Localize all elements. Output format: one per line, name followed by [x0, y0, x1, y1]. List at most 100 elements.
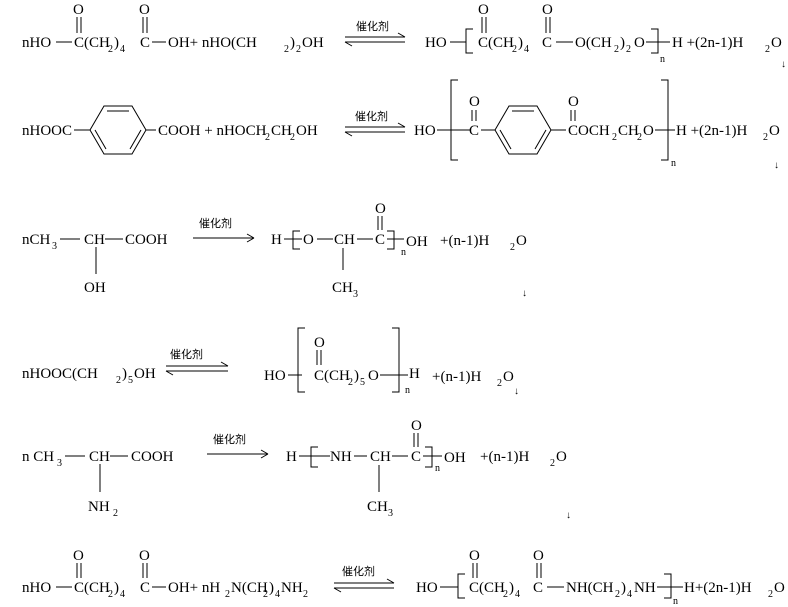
subscript: 4	[120, 44, 125, 55]
subscript: 2	[113, 508, 118, 519]
product-text: C	[533, 580, 543, 596]
product-text: O	[774, 580, 785, 596]
product-text: O	[556, 449, 567, 465]
product-text: O	[368, 368, 379, 384]
product-text: O	[634, 35, 645, 51]
catalyst-label: 催化剂	[213, 432, 246, 446]
reaction-row-3: nCH 3 CH COOH OH 催化剂 H O CH O C	[22, 201, 527, 300]
catalyst-label: 催化剂	[355, 109, 388, 123]
product: HO O C(CH 2 ) 5 O n H +(n-1)H 2 O	[264, 327, 514, 396]
arrow-head	[260, 449, 269, 455]
reactant-text: )	[114, 580, 119, 596]
product-text: O	[516, 233, 527, 249]
subscript: 2	[108, 589, 113, 600]
subscript: 4	[275, 589, 280, 600]
reactant-text: C	[140, 35, 150, 51]
reactant-text: )	[269, 580, 274, 596]
repeat-bracket-left	[450, 79, 458, 161]
ring-double-bond	[129, 129, 142, 150]
subscript: 2	[303, 589, 308, 600]
subscript: 2	[497, 378, 502, 389]
reactant-text: nHO	[22, 35, 51, 51]
repeat-bracket-left	[310, 446, 318, 468]
reactant-text: COOH	[131, 449, 174, 465]
ring-hexagon	[494, 105, 552, 155]
reactant-text: nHOOC(CH	[22, 366, 98, 382]
reversible-arrow: 催化剂	[165, 347, 229, 376]
subscript: 2	[763, 132, 768, 143]
reactant-text: C(CH	[74, 35, 110, 51]
product-text: )	[620, 35, 625, 51]
product-text: H +(2n-1)H	[676, 123, 748, 139]
product-text: NH(CH	[566, 580, 614, 596]
ring-double-bond	[94, 129, 107, 150]
carbonyl-oxygen: O	[533, 548, 544, 564]
product-text: C(CH	[469, 580, 505, 596]
subscript: 2	[765, 44, 770, 55]
reaction-row-4: nHOOC(CH 2 ) 5 OH 催化剂 HO O C(CH 2 ) 5 O	[22, 327, 519, 397]
benzene-ring	[494, 105, 552, 155]
product-text: +(n-1)H	[432, 369, 481, 385]
subscript: 2	[290, 132, 295, 143]
reactant-text: )	[114, 35, 119, 51]
carbonyl-oxygen: O	[73, 2, 84, 18]
product-text: +(n-1)H	[440, 233, 489, 249]
product-text: CH	[367, 499, 388, 515]
arrow-head	[397, 122, 406, 128]
product-text: C	[542, 35, 552, 51]
carbonyl-oxygen: O	[139, 2, 150, 18]
reactant-text: )	[290, 35, 295, 51]
product-text: O	[769, 123, 780, 139]
reactants: nHO O C(CH 2 ) 4 O C OH+ nH 2 N(CH 2 ) 4…	[22, 548, 308, 600]
paragraph-mark: ↓	[566, 510, 571, 521]
carbonyl-oxygen: O	[411, 418, 422, 434]
product-text: )	[518, 35, 523, 51]
product-text: NH	[634, 580, 656, 596]
subscript: 3	[353, 289, 358, 300]
reactant-text: C	[140, 580, 150, 596]
product-text: )	[621, 580, 626, 596]
subscript: 2	[512, 44, 517, 55]
repeat-bracket-left	[297, 327, 305, 393]
product-text: OH	[444, 450, 466, 466]
reaction-row-2: nHOOC COOH + nHOCH 2 CH 2 OH 催化剂 HO	[22, 79, 780, 171]
reactants: nHOOC COOH + nHOCH 2 CH 2 OH	[22, 105, 318, 155]
product: HO O C O COCH 2 CH 2 O n	[414, 79, 780, 169]
ring-hexagon	[89, 105, 147, 155]
product: HO O C(CH 2 ) 4 O C O(CH 2 ) 2 O n H +(2…	[425, 2, 782, 65]
reactant-text: OH+ nH	[168, 580, 220, 596]
product-text: +(n-1)H	[480, 449, 529, 465]
arrow-head	[260, 453, 269, 459]
repeat-count: n	[401, 247, 406, 258]
reactant-text: CH	[84, 232, 105, 248]
reactants: nHOOC(CH 2 ) 5 OH	[22, 366, 156, 386]
product-text: C	[375, 232, 385, 248]
arrow-head	[246, 233, 255, 239]
subscript: 4	[524, 44, 529, 55]
subscript: 2	[263, 589, 268, 600]
reactant-text: n CH	[22, 449, 54, 465]
reactant-text: NH	[281, 580, 303, 596]
repeat-count: n	[405, 385, 410, 396]
subscript: 2	[626, 44, 631, 55]
reactant-text: nCH	[22, 232, 51, 248]
reactant-text: COOH + nHOCH	[158, 123, 267, 139]
subscript: 3	[388, 508, 393, 519]
product-text: O	[303, 232, 314, 248]
subscript: 2	[510, 242, 515, 253]
arrow-head	[246, 237, 255, 243]
reactant-text: C(CH	[74, 580, 110, 596]
paragraph-mark: ↓	[781, 59, 786, 70]
reaction-row-6: nHO O C(CH 2 ) 4 O C OH+ nH 2 N(CH 2 ) 4…	[22, 548, 785, 607]
product-text: CH	[334, 232, 355, 248]
carbonyl-oxygen: O	[314, 335, 325, 351]
product-text: H	[409, 366, 420, 382]
reactant-text: CH	[89, 449, 110, 465]
carbonyl-oxygen: O	[469, 548, 480, 564]
forward-arrow: 催化剂	[207, 432, 269, 459]
reactant-text: COOH	[125, 232, 168, 248]
arrow-head	[344, 41, 353, 47]
repeat-bracket-right	[664, 573, 672, 599]
product-text: CH	[618, 123, 639, 139]
